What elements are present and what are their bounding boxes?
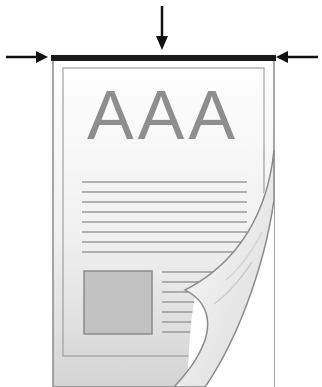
page-top-edge	[51, 55, 276, 61]
arrow-left-icon	[276, 51, 318, 63]
image-placeholder	[84, 271, 152, 334]
page-heading: AAA	[87, 76, 239, 154]
arrow-down-icon	[156, 6, 168, 50]
arrow-right-icon	[6, 51, 48, 63]
